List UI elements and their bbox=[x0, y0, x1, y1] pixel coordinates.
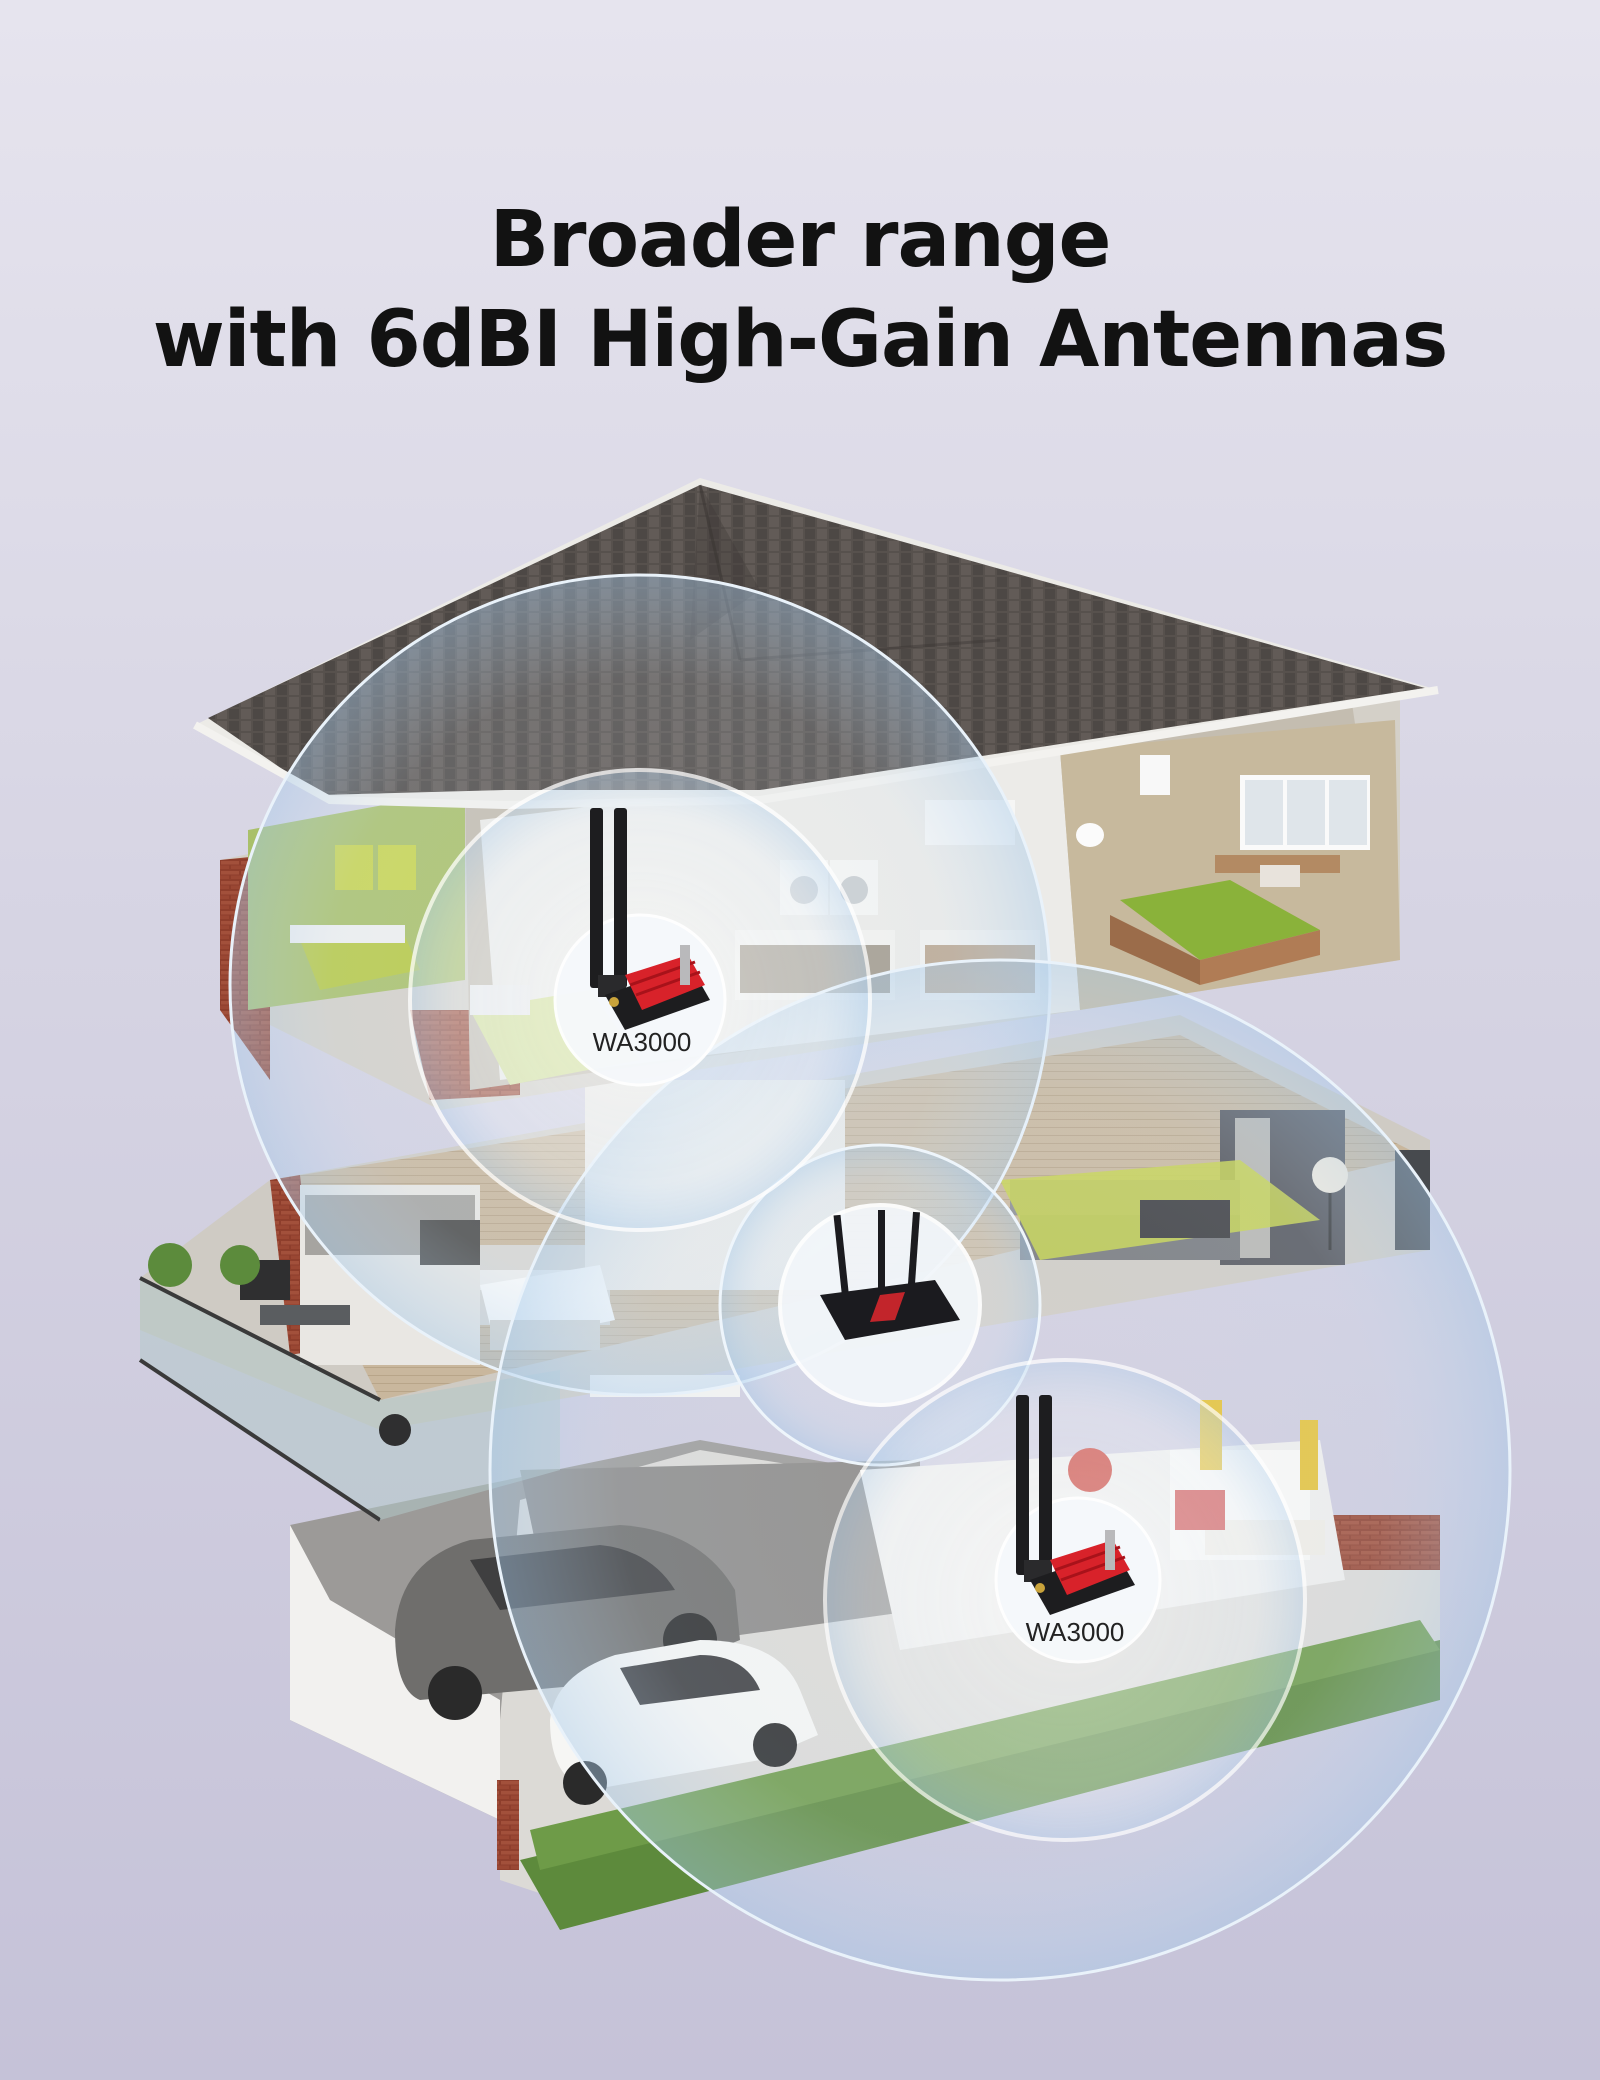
antenna-left bbox=[1016, 1395, 1029, 1575]
router-antenna-3 bbox=[907, 1211, 920, 1298]
router-antenna-2 bbox=[878, 1210, 885, 1295]
router-antenna-1 bbox=[833, 1214, 850, 1301]
wa3000-label-top: WA3000 bbox=[592, 1027, 692, 1057]
headline: Broader range with 6dBI High-Gain Antenn… bbox=[0, 190, 1600, 390]
headline-line-2: with 6dBI High-Gain Antennas bbox=[152, 295, 1449, 386]
wifi-card-top bbox=[590, 808, 710, 1030]
antenna-left bbox=[590, 808, 603, 988]
wa3000-label-bottom: WA3000 bbox=[1025, 1617, 1125, 1647]
router bbox=[820, 1210, 960, 1340]
headline-line-1: Broader range bbox=[489, 195, 1112, 286]
antenna-right bbox=[1039, 1395, 1052, 1575]
antenna-right bbox=[614, 808, 627, 988]
wifi-card-bottom bbox=[1016, 1395, 1135, 1615]
